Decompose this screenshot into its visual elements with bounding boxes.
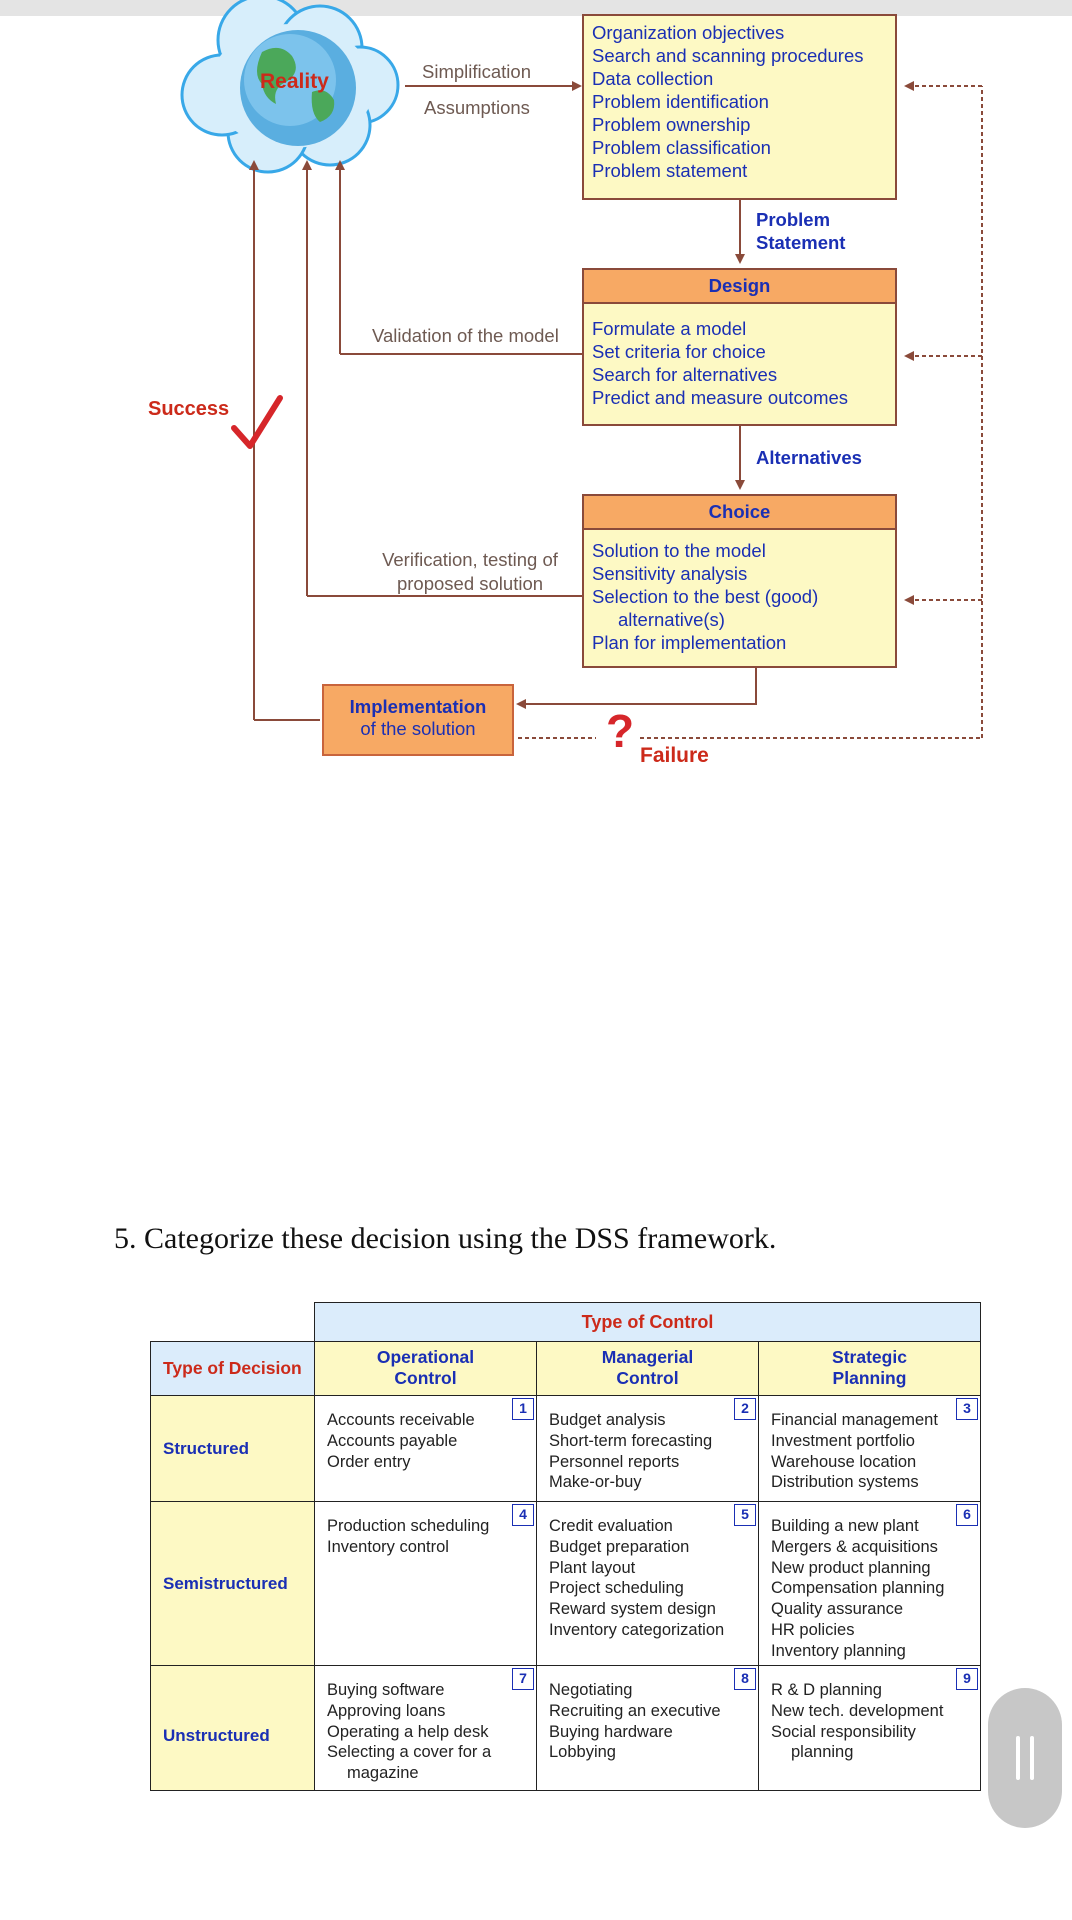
cell-number-badge: 9: [956, 1668, 978, 1690]
choice-item: Solution to the model: [592, 540, 766, 561]
intelligence-item: Problem ownership: [592, 114, 751, 135]
simplification-label: Simplification: [422, 61, 531, 82]
cell-items: Credit evaluation Budget preparation Pla…: [549, 1517, 725, 1639]
choice-header: Choice: [582, 494, 897, 530]
table-cell: 5 Credit evaluation Budget preparation P…: [536, 1501, 759, 1666]
intelligence-item: Problem identification: [592, 91, 769, 112]
success-label: Success: [148, 398, 230, 420]
assumptions-label: Assumptions: [424, 97, 530, 118]
cell-items: Budget analysis Short-term forecasting P…: [549, 1411, 713, 1492]
table-cell: 1 Accounts receivable Accounts payable O…: [314, 1395, 537, 1502]
problem-statement-label: Problem Statement: [756, 209, 846, 253]
checkmark-icon: [231, 395, 283, 449]
cell-items: Negotiating Recruiting an executive Buyi…: [549, 1681, 721, 1762]
choice-item: Sensitivity analysis: [592, 563, 748, 584]
implementation-box: Implementation of the solution: [322, 684, 514, 756]
design-item: Set criteria for choice: [592, 341, 766, 362]
cell-number-badge: 7: [512, 1668, 534, 1690]
table-cell: 4 Production scheduling Inventory contro…: [314, 1501, 537, 1666]
cell-number-badge: 1: [512, 1398, 534, 1420]
choice-box: Solution to the model Sensitivity analys…: [582, 528, 897, 668]
cell-items: Production scheduling Inventory control: [327, 1517, 490, 1556]
question-mark-icon: ?: [606, 705, 635, 757]
verification-label: Verification, testing of proposed soluti…: [382, 549, 558, 594]
question-text: 5. Categorize these decision using the D…: [114, 1222, 777, 1255]
table-cell: 3 Financial management Investment portfo…: [758, 1395, 981, 1502]
table-cell: 6 Building a new plant Mergers & acquisi…: [758, 1501, 981, 1666]
type-of-decision-label: Type of Decision: [163, 1358, 302, 1378]
reality-label: Reality: [260, 70, 329, 93]
table-cell: 2 Budget analysis Short-term forecasting…: [536, 1395, 759, 1502]
intelligence-item: Organization objectives: [592, 22, 785, 43]
intelligence-item: Problem statement: [592, 160, 748, 181]
choice-item: Selection to the best (good): [592, 586, 819, 607]
row-header-unstructured: Unstructured: [150, 1665, 315, 1791]
intelligence-item: Data collection: [592, 68, 714, 89]
design-item: Search for alternatives: [592, 364, 778, 385]
alternatives-label: Alternatives: [756, 447, 862, 468]
cell-number-badge: 2: [734, 1398, 756, 1420]
cell-items: Financial management Investment portfoli…: [771, 1411, 938, 1492]
design-header: Design: [582, 268, 897, 304]
design-box: Formulate a model Set criteria for choic…: [582, 302, 897, 426]
cell-number-badge: 8: [734, 1668, 756, 1690]
table-cell: 8 Negotiating Recruiting an executive Bu…: [536, 1665, 759, 1791]
cell-number-badge: 4: [512, 1504, 534, 1526]
cell-number-badge: 6: [956, 1504, 978, 1526]
intelligence-box: Organization objectives Search and scann…: [582, 14, 897, 200]
table-cell: 9 R & D planning New tech. development S…: [758, 1665, 981, 1791]
validation-label: Validation of the model: [372, 325, 559, 346]
cell-number-badge: 5: [734, 1504, 756, 1526]
row-header-structured: Structured: [150, 1395, 315, 1502]
cell-items: Building a new plant Mergers & acquisiti…: [771, 1517, 945, 1660]
intelligence-item: Problem classification: [592, 137, 771, 158]
choice-item: Plan for implementation: [592, 632, 787, 653]
row-header-semistructured: Semistructured: [150, 1501, 315, 1666]
corner-cell: Type of Decision: [150, 1341, 315, 1396]
table-cell: 7 Buying software Approving loans Operat…: [314, 1665, 537, 1791]
diagram-connectors: [180, 0, 983, 739]
intelligence-item: Search and scanning procedures: [592, 45, 864, 66]
cell-number-badge: 3: [956, 1398, 978, 1420]
design-item: Predict and measure outcomes: [592, 387, 849, 408]
cell-items: R & D planning New tech. development Soc…: [771, 1681, 944, 1762]
failure-label: Failure: [640, 744, 709, 767]
cell-items: Accounts receivable Accounts payable Ord…: [327, 1411, 475, 1471]
cell-items: Buying software Approving loans Operatin…: [327, 1681, 492, 1783]
design-item: Formulate a model: [592, 318, 747, 339]
choice-item: alternative(s): [618, 609, 725, 630]
drag-handle-icon[interactable]: [988, 1688, 1062, 1828]
table-title: Type of Control: [314, 1302, 981, 1342]
reality-cloud: [180, 0, 400, 174]
